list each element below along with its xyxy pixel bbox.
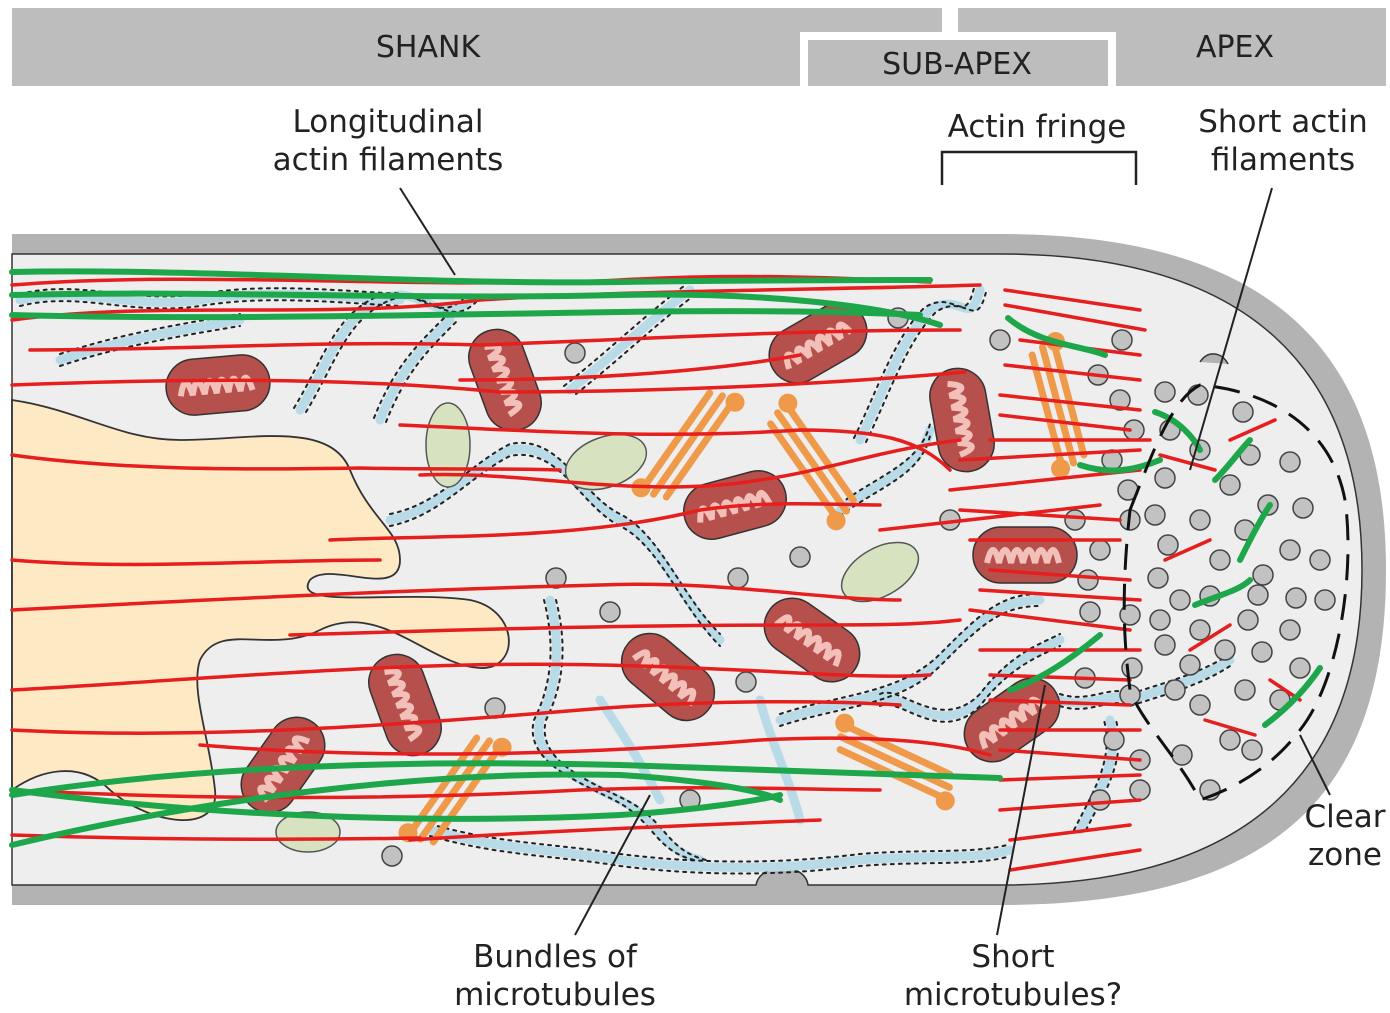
apex-label: APEX: [1196, 30, 1274, 65]
shank-label: SHANK: [376, 30, 482, 65]
short-mt-label-line2: microtubules?: [904, 977, 1122, 1013]
short-actin-label-line1: Short actin: [1198, 104, 1368, 140]
bundles-mt-label-line1: Bundles of: [473, 939, 638, 975]
clear-zone-label-line2: zone: [1308, 837, 1382, 873]
longitudinal-actin-label-line1: Longitudinal: [293, 104, 484, 140]
longitudinal-actin-label-line2: actin filaments: [273, 142, 504, 178]
bundles-mt-label-line2: microtubules: [454, 977, 656, 1013]
region-header: SHANK SUB-APEX APEX: [12, 8, 1386, 90]
short-mt-label-line1: Short: [971, 939, 1054, 975]
actin-fringe-label: Actin fringe: [948, 109, 1127, 145]
short-actin-label-line2: filaments: [1211, 142, 1355, 178]
actin-fringe-bracket: Actin fringe: [942, 109, 1136, 185]
clear-zone-label-line1: Clear: [1304, 799, 1385, 835]
sub-apex-label: SUB-APEX: [882, 47, 1032, 82]
